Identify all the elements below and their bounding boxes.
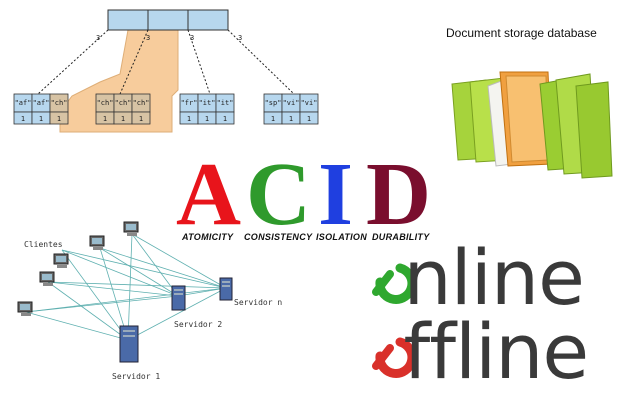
acid-word-isolation: ISOLATION [316, 232, 368, 242]
computer-icon [53, 253, 69, 268]
leaf-count: 1 [39, 115, 43, 123]
server-icon [171, 285, 186, 311]
leaf-key: "vi" [283, 99, 300, 107]
acid-letter-a: A [176, 145, 241, 244]
leaf-node: "ch" 1 "ch" 1 "ch" 1 [95, 93, 151, 125]
leaf-node: "fr" 1 "it" 1 "it" 1 [179, 93, 235, 125]
server-icon [219, 277, 233, 301]
clients-label: Clientes [24, 240, 63, 249]
leaf-count: 1 [205, 115, 209, 123]
acid-letter-c: C [246, 145, 311, 244]
client-computers [17, 221, 139, 316]
computer-icon [17, 301, 33, 316]
leaf-node: "af" 1 "af" 1 "ch" 1 [13, 93, 69, 125]
leaf-count: 1 [223, 115, 227, 123]
leaf-count: 1 [121, 115, 125, 123]
leaf-key: "ch" [133, 99, 150, 107]
leaf-count: 1 [57, 115, 61, 123]
server-n-label: Servidor n [234, 298, 283, 307]
offline-rest: ffline [403, 307, 590, 396]
offline-word: offline [358, 314, 590, 390]
edge-labels: 3 3 3 3 [96, 34, 242, 42]
leaf-count: 1 [307, 115, 311, 123]
acid-letter-i: I [318, 145, 354, 244]
acid-letter-d: D [366, 145, 431, 244]
computer-icon [123, 221, 139, 236]
leaf-count: 1 [289, 115, 293, 123]
offline-first-letter: o [358, 307, 404, 396]
leaf-key: "it" [199, 99, 216, 107]
leaf-key: "ch" [97, 99, 114, 107]
offline-power-icon [372, 337, 417, 378]
leaf-key: "af" [15, 99, 32, 107]
leaf-count: 1 [139, 115, 143, 123]
leaf-key: "sp" [265, 99, 282, 107]
root-node [107, 9, 229, 31]
leaf-key: "ch" [115, 99, 132, 107]
computer-icon [89, 235, 105, 250]
leaf-count: 1 [21, 115, 25, 123]
leaf-key: "ch" [51, 99, 68, 107]
server-1-label: Servidor 1 [112, 372, 161, 381]
folder-stack-icon [451, 71, 613, 179]
edge-label: 3 [146, 34, 150, 42]
server-2-label: Servidor 2 [174, 320, 223, 329]
online-power-icon [372, 263, 417, 304]
leaf-count: 1 [103, 115, 107, 123]
leaf-key: "vi" [301, 99, 318, 107]
leaf-key: "fr" [181, 99, 198, 107]
online-rest: nline [403, 233, 585, 322]
leaf-key: "af" [33, 99, 50, 107]
leaf-node: "sp" 1 "vi" 1 "vi" 1 [263, 93, 319, 125]
acid-word-atomicity: ATOMICITY [182, 232, 234, 242]
leaf-nodes: "af" 1 "af" 1 "ch" 1 "ch" 1 "ch" 1 "ch" 1 "fr" 1 "it" 1… [13, 93, 319, 125]
network-links [25, 233, 227, 341]
online-word: online [358, 240, 585, 316]
edge-label: 3 [238, 34, 242, 42]
edge-label: 3 [190, 34, 194, 42]
computer-icon [39, 271, 55, 286]
acid-word-consistency: CONSISTENCY [244, 232, 313, 242]
server-icon [119, 325, 139, 363]
leaf-count: 1 [187, 115, 191, 123]
acid-word-durability: DURABILITY [372, 232, 430, 242]
edge-label: 3 [96, 34, 100, 42]
servers [119, 277, 233, 363]
leaf-count: 1 [271, 115, 275, 123]
tree-edges [37, 29, 295, 95]
document-storage-title: Document storage database [446, 26, 597, 40]
leaf-key: "it" [217, 99, 234, 107]
